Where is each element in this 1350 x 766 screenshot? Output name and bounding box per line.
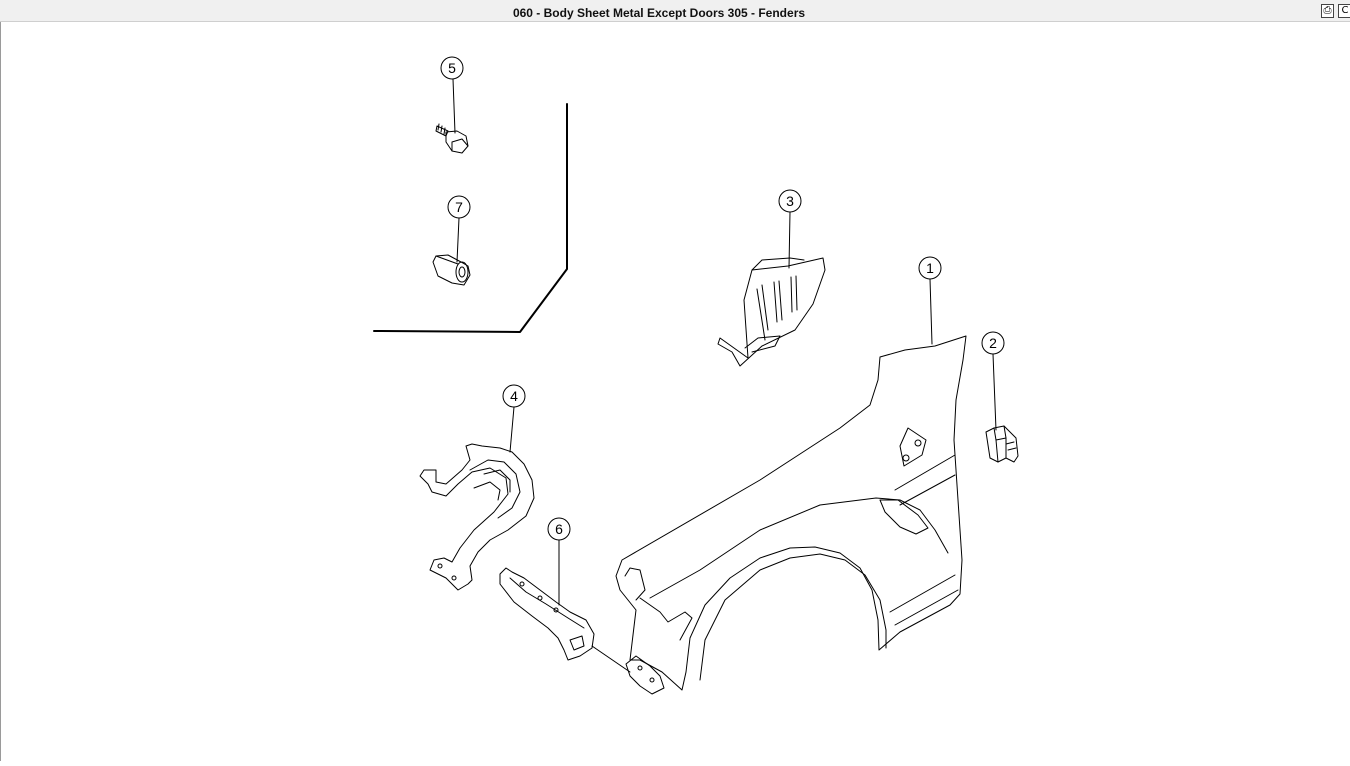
- callout-5: 5: [440, 56, 464, 80]
- title-bar: 060 - Body Sheet Metal Except Doors 305 …: [0, 0, 1350, 22]
- callout-2: 2: [981, 331, 1005, 355]
- callout-4: 4: [502, 384, 526, 408]
- window-left-border: [0, 22, 1, 761]
- callout-6: 6: [547, 517, 571, 541]
- close-button[interactable]: C: [1338, 4, 1350, 18]
- leader-lines: [452, 78, 997, 606]
- callout-1: 1: [918, 256, 942, 280]
- printer-icon: ⎙: [1323, 5, 1332, 16]
- callout-3: 3: [778, 189, 802, 213]
- callout-1-label: 1: [926, 260, 934, 276]
- partial-button-icon: C: [1341, 5, 1349, 16]
- shield-part[interactable]: [717, 257, 826, 367]
- callout-5-label: 5: [448, 60, 456, 76]
- parts-diagram: 1 2 3 4 5 6 7: [373, 56, 1019, 695]
- fender-bracket-part[interactable]: [499, 567, 665, 695]
- print-button[interactable]: ⎙: [1321, 4, 1334, 18]
- nut-part[interactable]: [432, 254, 471, 286]
- callout-2-label: 2: [989, 335, 997, 351]
- callout-3-label: 3: [786, 193, 794, 209]
- bolt-part[interactable]: [435, 123, 469, 154]
- callout-6-label: 6: [555, 521, 563, 537]
- callout-7-label: 7: [455, 199, 463, 215]
- window-title: 060 - Body Sheet Metal Except Doors 305 …: [512, 6, 806, 20]
- callout-4-label: 4: [510, 388, 518, 404]
- diagram-area: 1 2 3 4 5 6 7: [0, 22, 1350, 761]
- splash-shield-part[interactable]: [419, 443, 535, 591]
- callout-7: 7: [447, 195, 471, 219]
- bracket-part[interactable]: [985, 425, 1019, 463]
- fender-part[interactable]: [615, 335, 967, 691]
- inset-divider: [373, 103, 568, 333]
